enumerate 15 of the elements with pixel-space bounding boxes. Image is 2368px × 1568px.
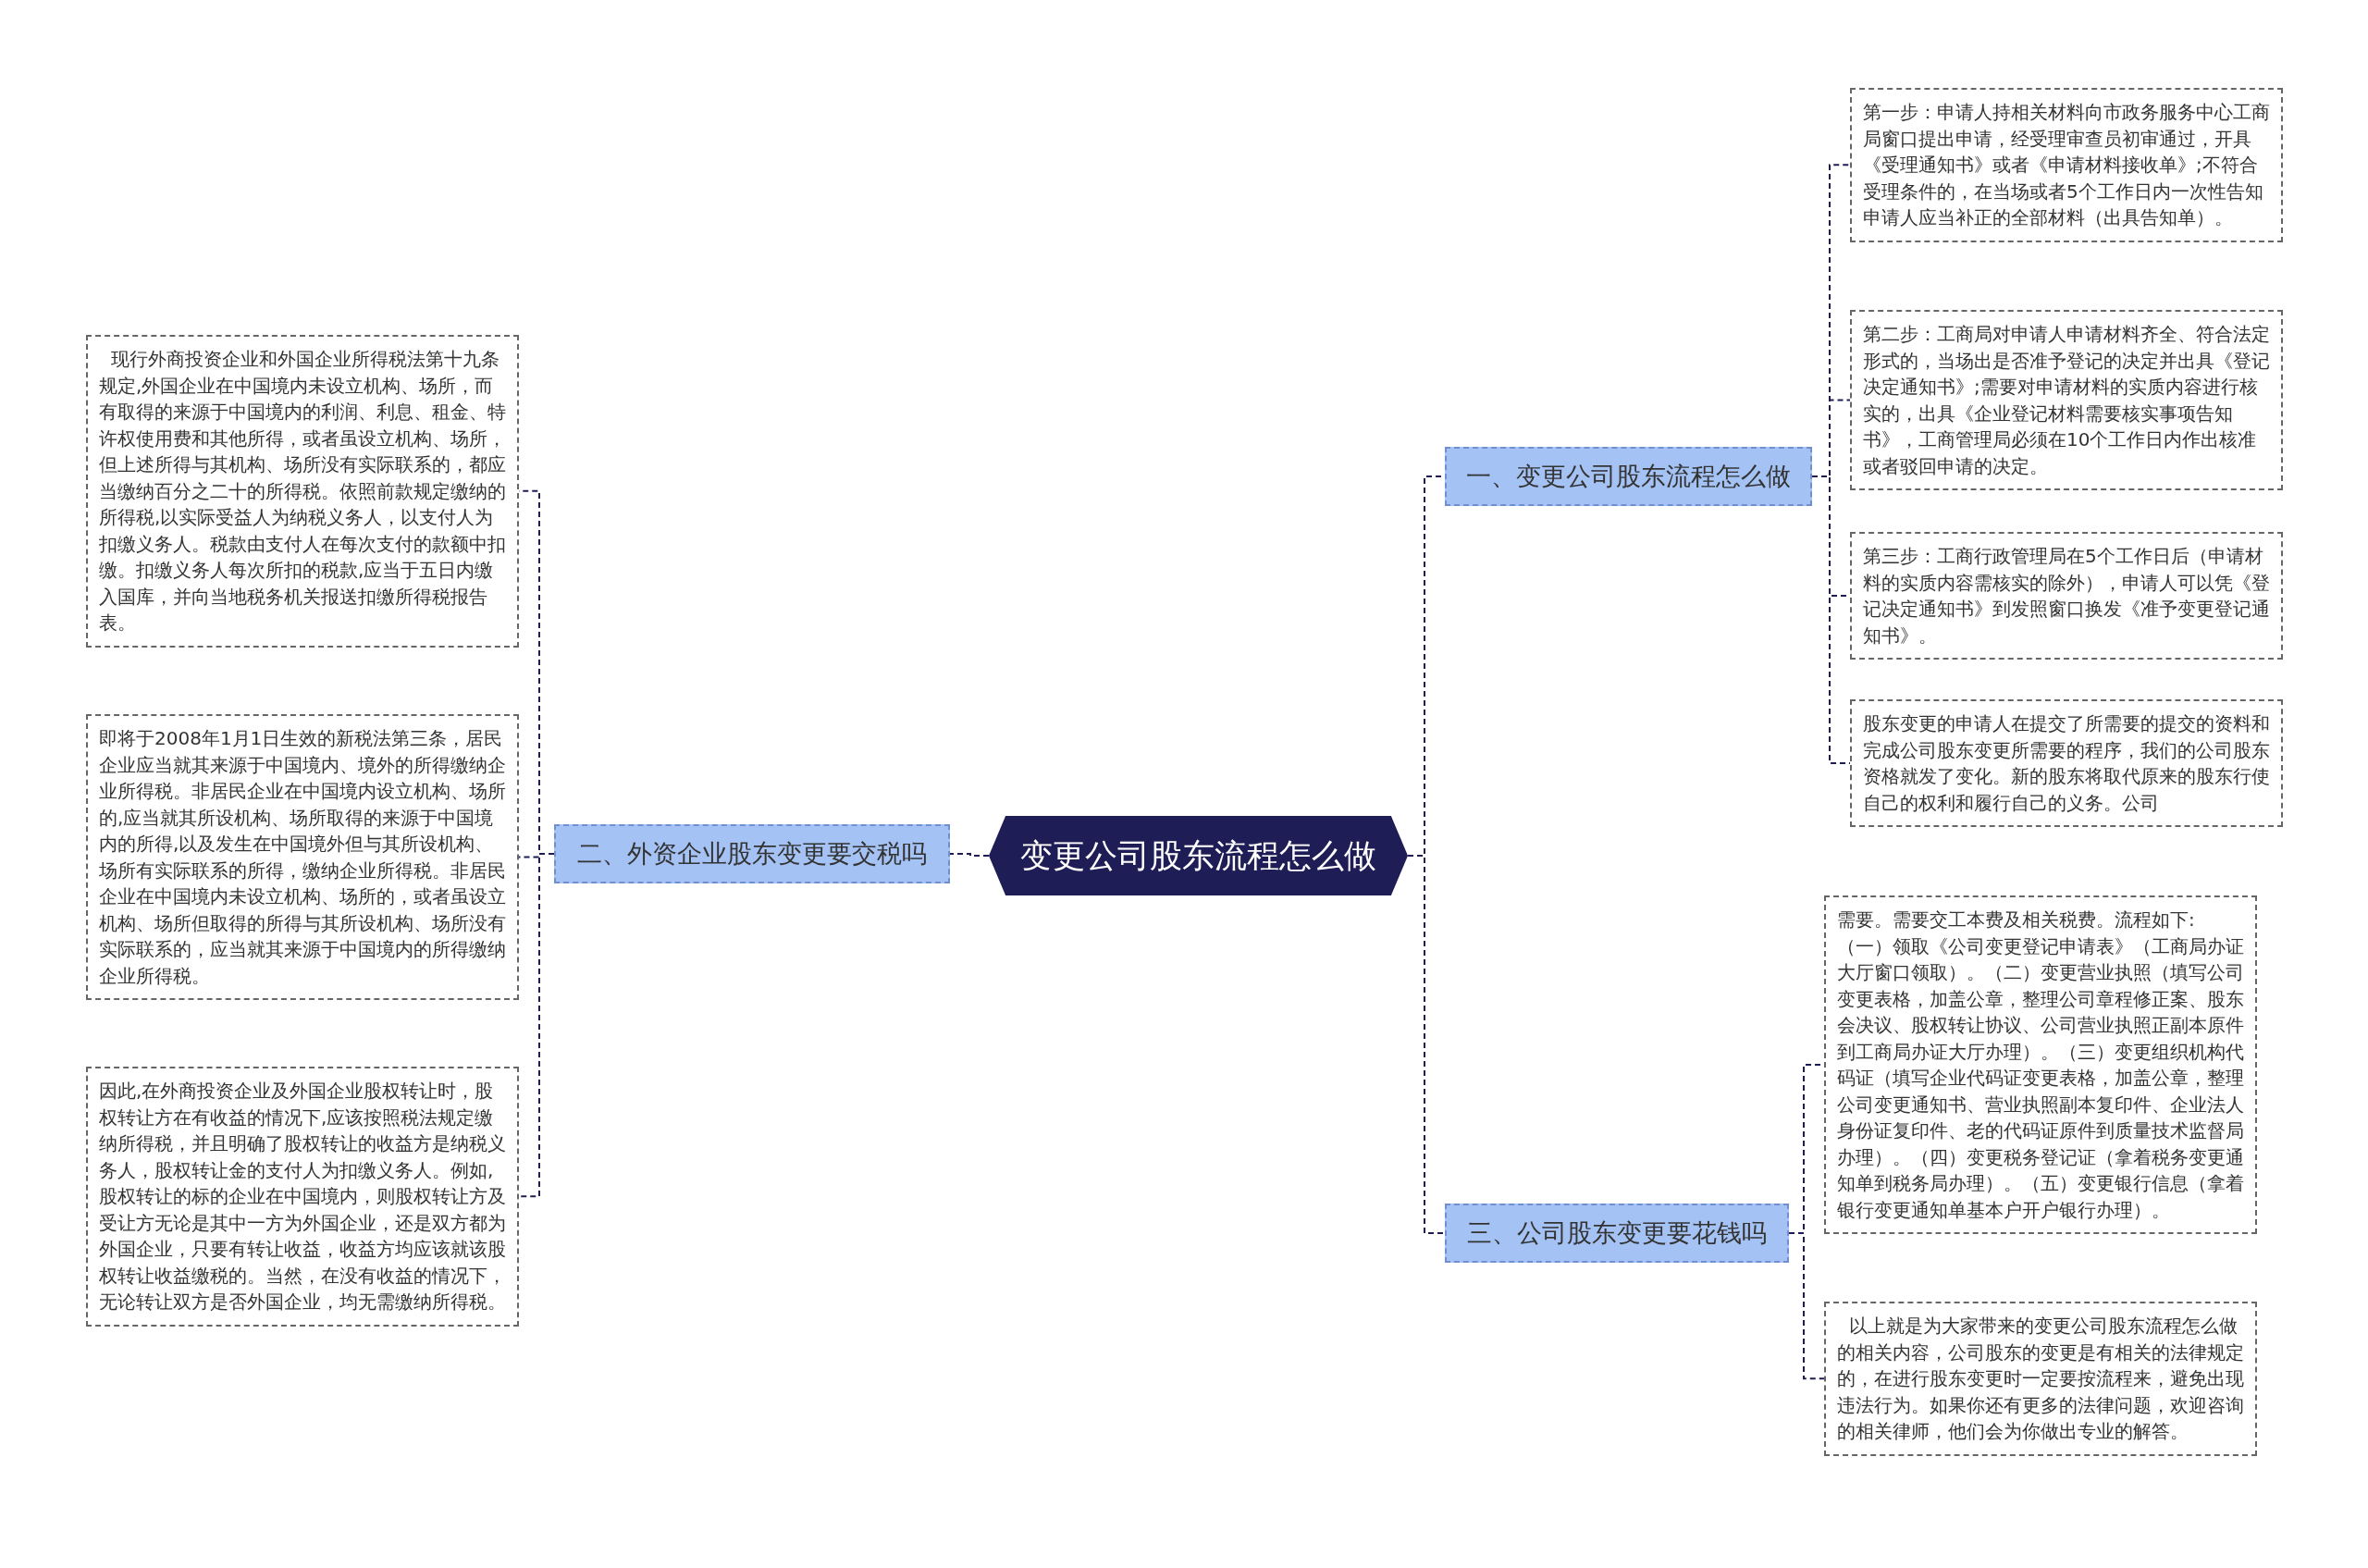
- text-box: 需要。需要交工本费及相关税费。流程如下: （一）领取《公司变更登记申请表》（工商局办证大厅窗口领取）。（二）变更营业执照（填写公司变更表格，加盖公章，整理公司章程修正案、股东会决议、股权转让协议、公司营业执照正副本原件到工商局办证大厅办理）。（三）变更组织机构代码证（填写企业代码证变更表格，加盖公章，整理公司变更通知书、营业执照副本复印件、企业法人身份证复印件、老的代码证原件到质量技术监督局办理）。（四）变更税务登记证（拿着税务变更通知单到税务局办理）。（五）变更银行信息（拿着银行变更通知单基本户开户银行办理）。: [1824, 895, 2257, 1234]
- text-box: 即将于2008年1月1日生效的新税法第三条，居民企业应当就其来源于中国境内、境外的所得缴纳企业所得税。非居民企业在中国境内设立机构、场所的,应当就其所设机构、场所取得的来源于中国境内的所得,以及发生在中国境外但与其所设机构、场所有实际联系的所得，缴纳企业所得税。非居民企业在中国境内未设立机构、场所的，或者虽设立机构、场所但取得的所得与其所设机构、场所没有实际联系的，应当就其来源于中国境内的所得缴纳企业所得税。: [86, 714, 519, 1000]
- text-box: 因此,在外商投资企业及外国企业股权转让时，股权转让方在有收益的情况下,应该按照税法规定缴纳所得税，并且明确了股权转让的收益方是纳税义务人，股权转让金的支付人为扣缴义务人。例如,股权转让的标的企业在中国境内，则股权转让方及受让方无论是其中一方为外国企业，还是双方都为外国企业，只要有转让收益，收益方均应该就该股权转让收益缴税的。当然，在没有收益的情况下，无论转让双方是否外国企业，均无需缴纳所得税。: [86, 1067, 519, 1327]
- connector-line: [949, 853, 990, 857]
- text-box: 股东变更的申请人在提交了所需要的提交的资料和完成公司股东变更所需要的程序，我们的公司股东资格就发了变化。新的股东将取代原来的股东行使自己的权利和履行自己的义务。公司: [1850, 699, 2283, 827]
- branch-topic: 二、外资企业股东变更要交税吗: [554, 824, 950, 883]
- branch-topic: 一、变更公司股东流程怎么做: [1445, 447, 1812, 506]
- text-box: 第三步：工商行政管理局在5个工作日后（申请材料的实质内容需核实的除外），申请人可以凭《登记决定通知书》到发照窗口换发《准予变更登记通知书》。: [1850, 532, 2283, 660]
- text-box: 以上就是为大家带来的变更公司股东流程怎么做的相关内容，公司股东的变更是有相关的法律规定的，在进行股东变更时一定要按流程来，避免出现违法行为。如果你还有更多的法律问题，欢迎咨询的相关律师，他们会为你做出专业的解答。: [1824, 1302, 2257, 1456]
- text-box: 现行外商投资企业和外国企业所得税法第十九条规定,外国企业在中国境内未设立机构、场所，而有取得的来源于中国境内的利润、利息、租金、特许权使用费和其他所得，或者虽设立机构、场所，但上述所得与其机构、场所没有实际联系的，都应当缴纳百分之二十的所得税。依照前款规定缴纳的所得税,以实际受益人为纳税义务人，以支付人为扣缴义务人。税款由支付人在每次支付的款额中扣缴。扣缴义务人每次所扣的税款,应当于五日内缴入国库，并向当地税务机关报送扣缴所得税报告表。: [86, 335, 519, 648]
- text-box: 第二步：工商局对申请人申请材料齐全、符合法定形式的，当场出是否准予登记的决定并出具《登记决定通知书》;需要对申请材料的实质内容进行核实的，出具《企业登记材料需要核实事项告知书》，工商管理局必须在10个工作日内作出核准或者驳回申请的决定。: [1850, 310, 2283, 490]
- central-topic: 变更公司股东流程怎么做: [989, 816, 1408, 895]
- branch-topic: 三、公司股东变更要花钱吗: [1445, 1204, 1789, 1263]
- text-box: 第一步：申请人持相关材料向市政务服务中心工商局窗口提出申请，经受理审查员初审通过，开具《受理通知书》或者《申请材料接收单》;不符合受理条件的，在当场或者5个工作日内一次性告知申请人应当补正的全部材料（出具告知单）。: [1850, 88, 2283, 242]
- connector-line: [1788, 1232, 1825, 1380]
